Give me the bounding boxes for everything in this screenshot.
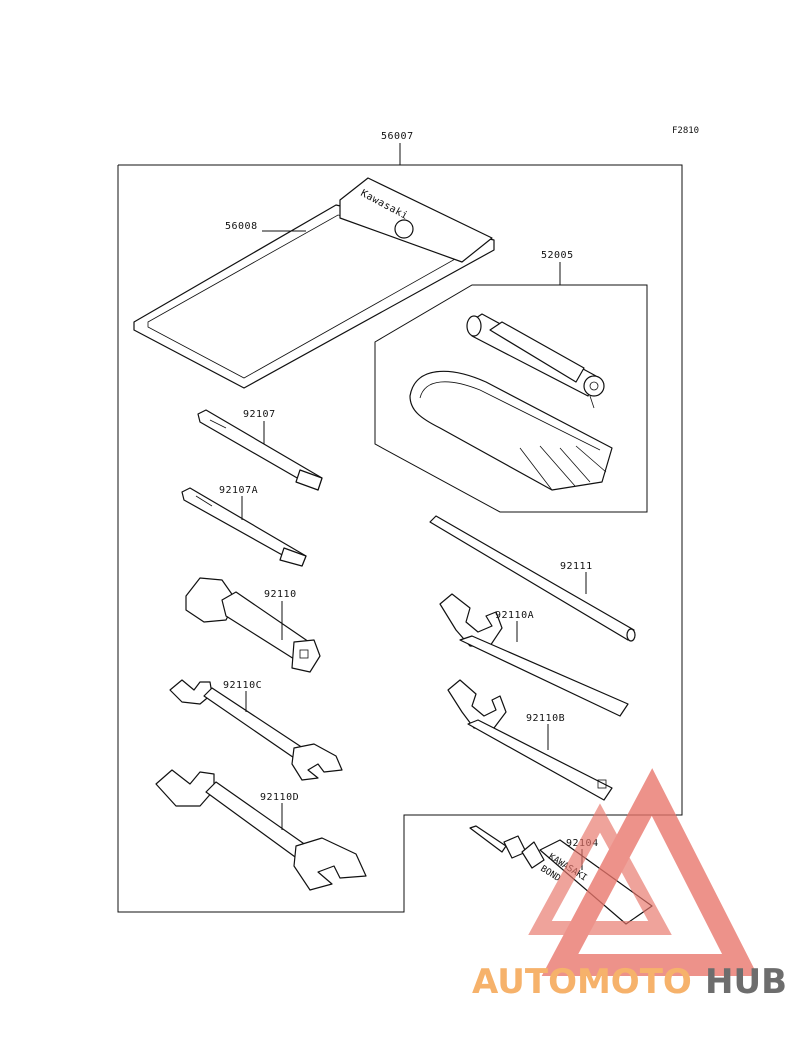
pump-tool [466, 313, 605, 409]
label-92110C: 92110C [223, 680, 262, 691]
label-92107: 92107 [243, 409, 276, 420]
driver-plus [197, 409, 323, 491]
plug-wrench [185, 577, 321, 673]
watermark-text-hub: HUB [705, 962, 787, 1002]
kit-outline [117, 164, 683, 913]
hook-wrench-b [447, 679, 613, 801]
label-56007: 56007 [381, 131, 414, 142]
label-56008: 56008 [225, 221, 258, 232]
pump-kit-box [374, 284, 648, 513]
label-92111: 92111 [560, 561, 593, 572]
reference-code: F2810 [672, 126, 699, 136]
label-92107A: 92107A [219, 485, 258, 496]
wrench-d [155, 769, 367, 891]
driver-plus-a [181, 487, 307, 567]
label-92110: 92110 [264, 589, 297, 600]
label-92110A: 92110A [495, 610, 534, 621]
pump-pouch [409, 370, 613, 491]
handle-bar [429, 515, 636, 642]
label-52005: 52005 [541, 250, 574, 261]
wrench-c [169, 679, 343, 781]
watermark-logo [528, 768, 758, 976]
watermark-text-automoto: AUTOMOTO [472, 962, 692, 1002]
label-92110D: 92110D [260, 792, 299, 803]
tool-case: Kawasaki [133, 177, 495, 389]
hook-wrench-a [439, 593, 629, 717]
label-92110B: 92110B [526, 713, 565, 724]
